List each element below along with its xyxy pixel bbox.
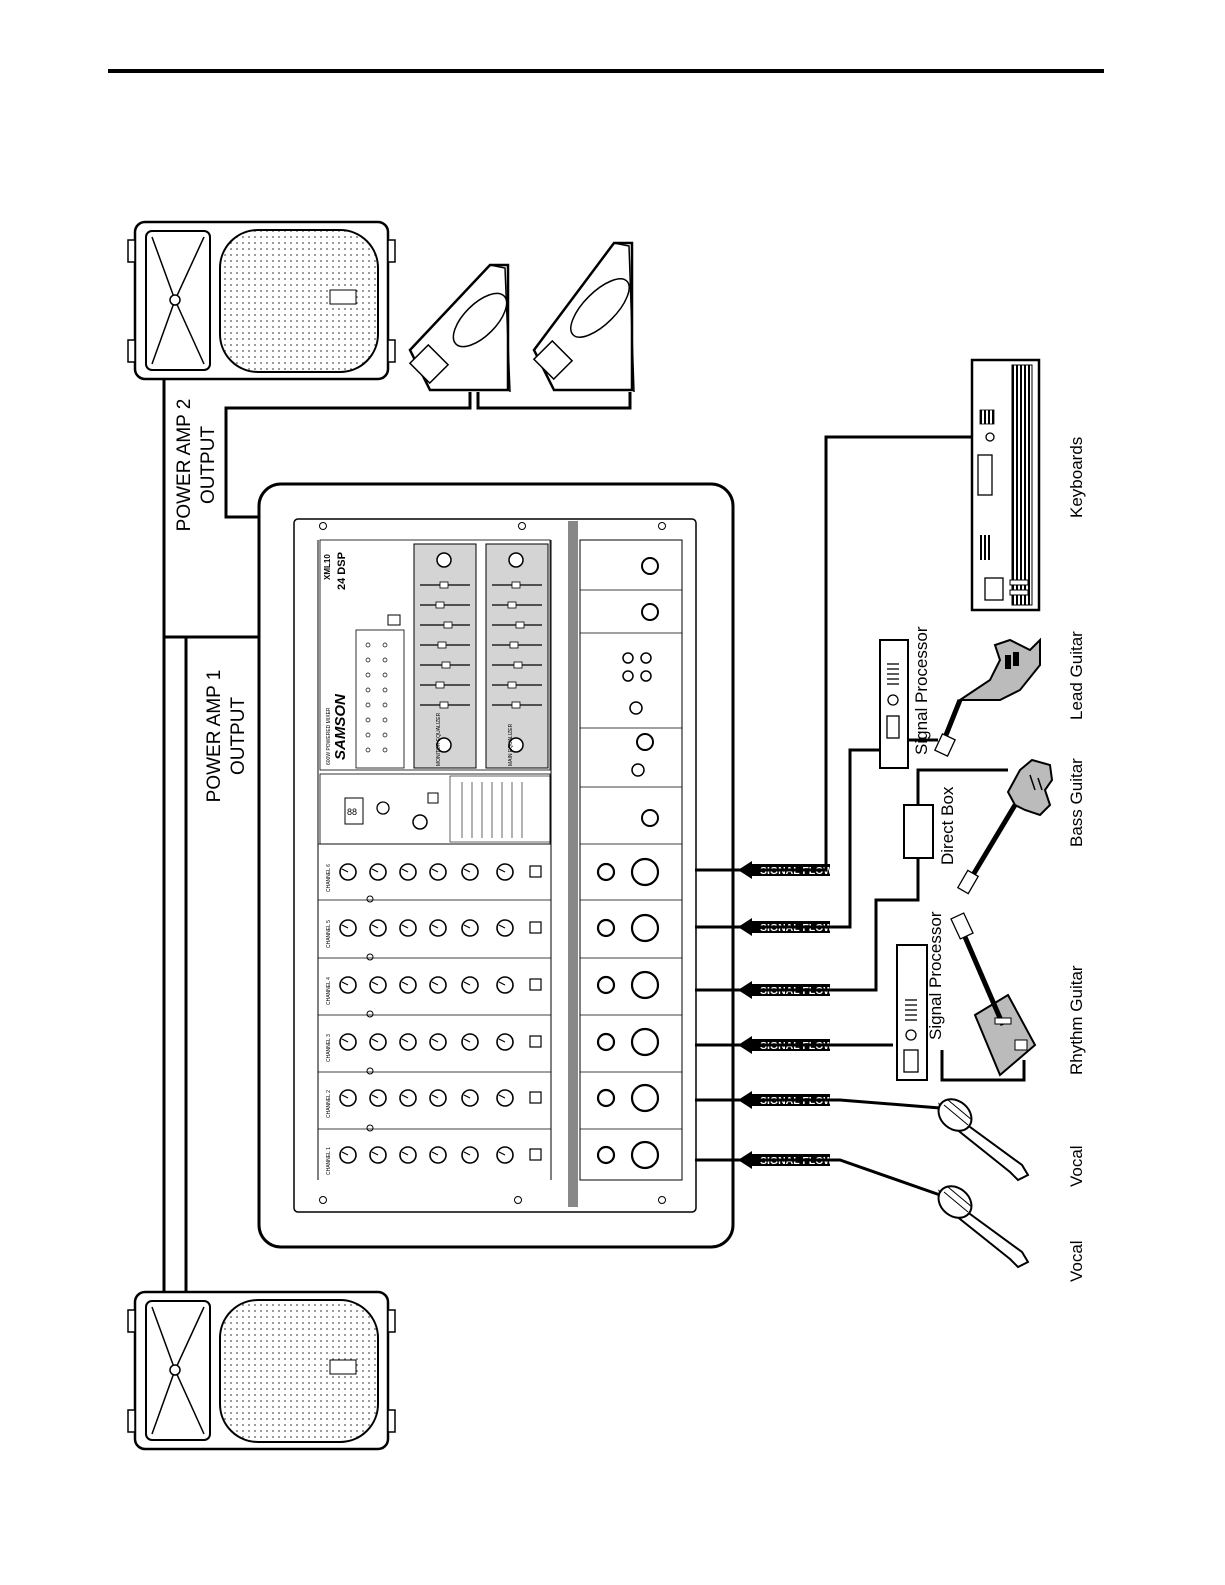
signal-processor-1-label: Signal Processor	[912, 626, 931, 755]
keyboard-instrument	[970, 358, 1041, 612]
channel-label: CHANNEL 1	[326, 1147, 332, 1175]
cable-rhythm-guitar-proc	[940, 1050, 1026, 1082]
main-speaker-bottom	[127, 1290, 396, 1451]
bass-guitar	[956, 758, 1054, 895]
channel-button	[529, 865, 542, 878]
channel-label: CHANNEL 5	[326, 920, 332, 948]
signal-processor-2-label: Signal Processor	[926, 911, 945, 1040]
line-input-jack	[596, 1032, 616, 1052]
xlr-input	[630, 1083, 660, 1113]
mixer-dsp: 24 DSP	[336, 552, 348, 590]
cable-bass-direct	[916, 768, 1008, 805]
label-bass-guitar: Bass Guitar	[1067, 758, 1086, 847]
channel-label: CHANNEL 3	[326, 1034, 332, 1062]
vocal-mic-1	[937, 1185, 1030, 1269]
label-rhythm-guitar: Rhythm Guitar	[1067, 965, 1086, 1075]
eq-label-main: MAIN EQUALIZER	[508, 723, 514, 766]
xlr-input	[630, 913, 660, 943]
io-section	[580, 557, 682, 1170]
label-vocal-1: Vocal	[1067, 1240, 1086, 1282]
xlr-input	[630, 970, 660, 1000]
xlr-input	[630, 1027, 660, 1057]
line-input-jack	[596, 862, 616, 882]
direct-box	[903, 804, 934, 859]
cable-amp2	[224, 392, 632, 519]
main-speaker-top	[127, 220, 396, 381]
monitor-wedge-2	[532, 241, 635, 393]
cable-bass-guitar	[695, 858, 920, 992]
cable-vocal-2	[695, 1098, 941, 1110]
monitor-wedge-1	[408, 263, 511, 393]
amp2-label-line1: POWER AMP 2	[174, 399, 195, 532]
mixer-model: XML10	[323, 554, 332, 580]
mixer-subtitle: 600W POWERED MIXER	[326, 707, 332, 765]
rhythm-guitar	[950, 912, 1037, 1077]
channel-strips	[318, 843, 551, 1130]
channel-button	[529, 1035, 542, 1048]
signal-processor-1	[879, 639, 909, 769]
line-input-jack	[596, 1145, 616, 1165]
channel-button	[529, 1148, 542, 1161]
channel-label: CHANNEL 6	[326, 864, 332, 892]
channel-label: CHANNEL 2	[326, 1090, 332, 1118]
amp1-label-line1: POWER AMP 1	[204, 670, 225, 803]
label-vocal-2: Vocal	[1067, 1145, 1086, 1187]
effects-display: 88	[347, 807, 357, 817]
channel-button	[529, 921, 542, 934]
channel-button	[529, 978, 542, 991]
line-input-jack	[596, 975, 616, 995]
cable-lead-guitar	[695, 748, 880, 929]
label-keyboards: Keyboards	[1067, 437, 1086, 518]
cable-keyboards	[695, 435, 972, 872]
eq-label-monitor: MONITOR EQUALIZER	[436, 712, 442, 766]
line-input-jack	[596, 1088, 616, 1108]
cable-amp1-inner	[184, 635, 263, 1292]
direct-box-label: Direct Box	[938, 786, 957, 865]
xlr-input	[630, 857, 660, 887]
channel-knobs: CHANNEL 1 CHANNEL 2 CHANNEL 3 CHANNEL 4 CHAN…	[326, 863, 542, 1175]
lead-guitar	[933, 637, 1041, 757]
channel-button	[529, 1091, 542, 1104]
amp1-label-line2: OUTPUT	[228, 697, 249, 776]
amp2-label-line2: OUTPUT	[198, 426, 219, 505]
cable-vocal-1	[695, 1158, 941, 1197]
powered-mixer: SAMSON 600W POWERED MIXER XML10 24 DSP M…	[257, 482, 735, 1249]
xlr-input	[630, 1140, 660, 1170]
line-input-jack	[596, 918, 616, 938]
signal-processor-2	[896, 944, 928, 1081]
channel-label: CHANNEL 4	[326, 977, 332, 1005]
vocal-mic-2	[937, 1098, 1030, 1182]
label-lead-guitar: Lead Guitar	[1067, 631, 1086, 720]
mixer-brand: SAMSON	[332, 693, 349, 760]
